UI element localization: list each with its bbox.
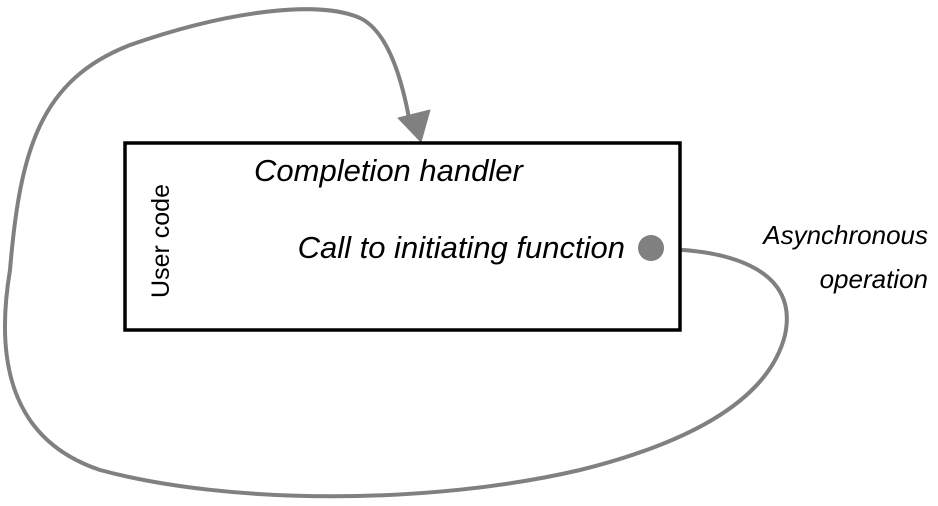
- call-node-dot: [638, 235, 664, 261]
- async-operation-label-line1: Asynchronous: [761, 220, 928, 250]
- initiating-call-label: Call to initiating function: [298, 230, 625, 265]
- arrowhead-icon: [397, 109, 431, 143]
- async-loop-path: [2, 7, 789, 499]
- completion-handler-label: Completion handler: [254, 153, 525, 188]
- async-operation-label-line2: operation: [820, 264, 928, 294]
- user-code-box: [123, 141, 682, 332]
- user-code-label: User code: [147, 184, 175, 298]
